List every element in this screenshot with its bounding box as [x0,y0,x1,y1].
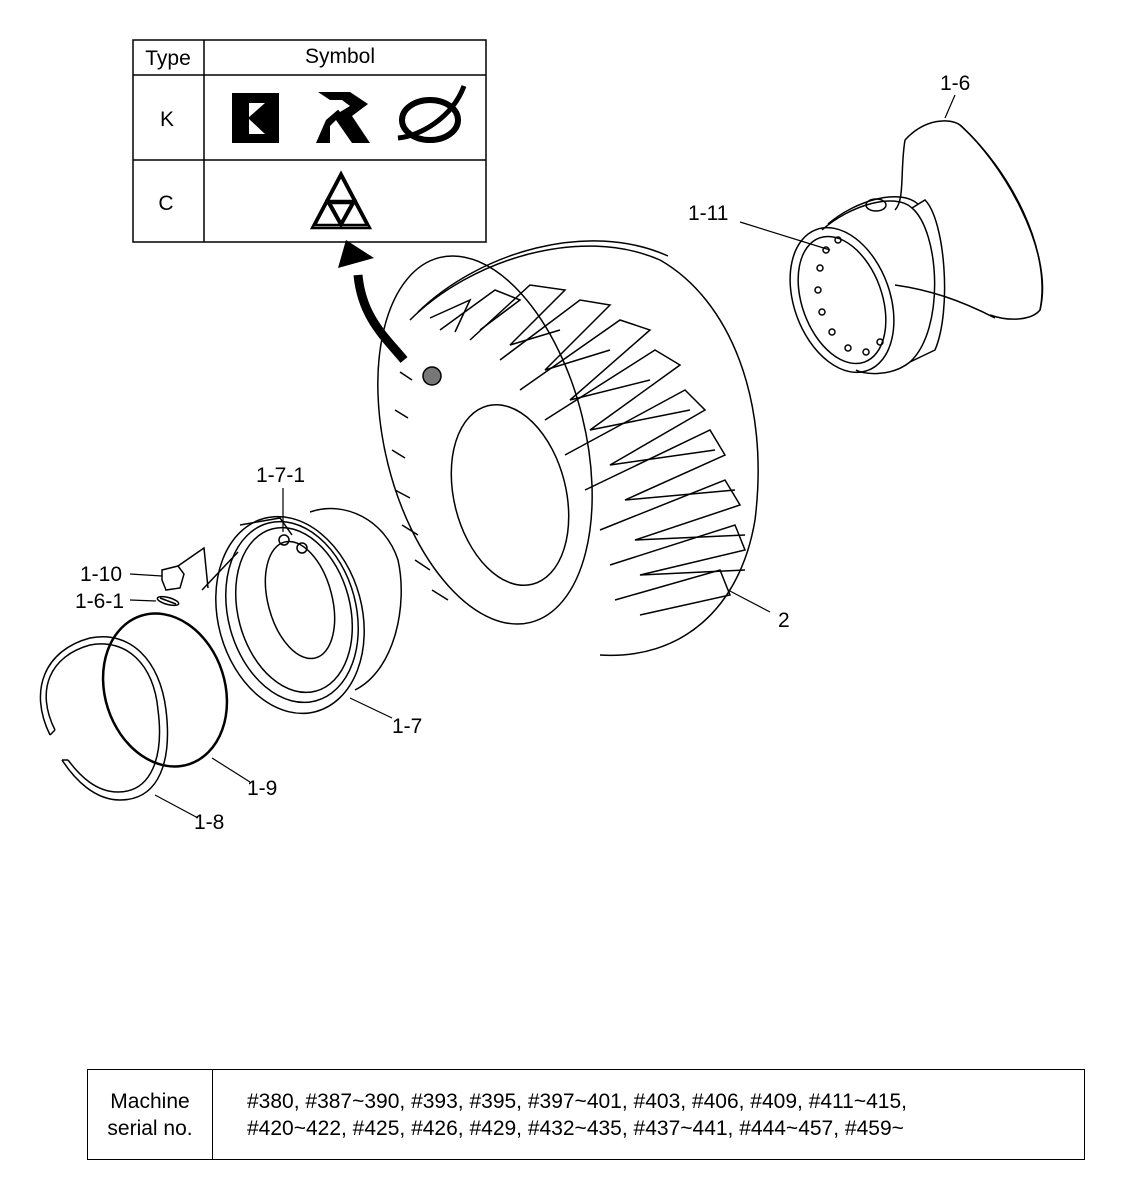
rim-1-6 [789,120,1044,375]
orbit-logo-icon [397,85,467,143]
symbol-table-type-header: Type [145,47,191,70]
symbol-table-symbol-header: Symbol [305,45,375,68]
leader-1-8 [154,794,199,819]
pointer-arrow [338,240,408,363]
leader-1-10 [129,573,163,577]
lock-ring-1-8 [39,636,169,801]
callout-1-7-1: 1-7-1 [256,464,305,487]
o-ring-1-9 [101,612,229,768]
serial-table-header: Machine serial no. [88,1070,213,1159]
exploded-wheel-diagram: Type Symbol K C [39,39,1044,834]
serial-number-table: Machine serial no. #380, #387~390, #393,… [87,1069,1085,1160]
callout-1-9: 1-9 [247,777,277,800]
callout-1-7: 1-7 [392,715,422,738]
lock-key-1-10 [161,546,239,591]
serial-values-line2: #420~422, #425, #426, #429, #432~435, #4… [247,1116,904,1140]
leader-1-6 [944,94,956,119]
callout-1-6: 1-6 [940,72,970,95]
symbol-table-type-k: K [160,108,174,131]
callout-1-6-1: 1-6-1 [75,590,124,613]
serial-table-values: #380, #387~390, #393, #395, #397~401, #4… [213,1070,1084,1159]
serial-values-line1: #380, #387~390, #393, #395, #397~401, #4… [247,1089,907,1113]
leader-1-9 [211,757,251,783]
leader-1-6-1 [129,599,157,602]
leader-2 [727,589,771,613]
callout-1-8: 1-8 [194,811,224,834]
r-logo-icon [316,92,370,143]
callout-1-11: 1-11 [688,202,728,225]
leader-1-7 [349,697,393,719]
tyre [377,240,759,657]
symbol-table [132,39,487,243]
symbol-table-type-c: C [158,192,173,215]
callout-2: 2 [778,609,790,632]
flange-1-7 [215,507,402,715]
leader-1-11 [739,221,831,251]
serial-header-line2: serial no. [107,1116,193,1140]
bolt-1-6-1 [156,595,180,607]
serial-header-line1: Machine [110,1089,190,1113]
k-logo-icon [232,93,279,143]
callout-1-10: 1-10 [80,563,122,586]
triforce-triangle-icon [309,170,373,230]
